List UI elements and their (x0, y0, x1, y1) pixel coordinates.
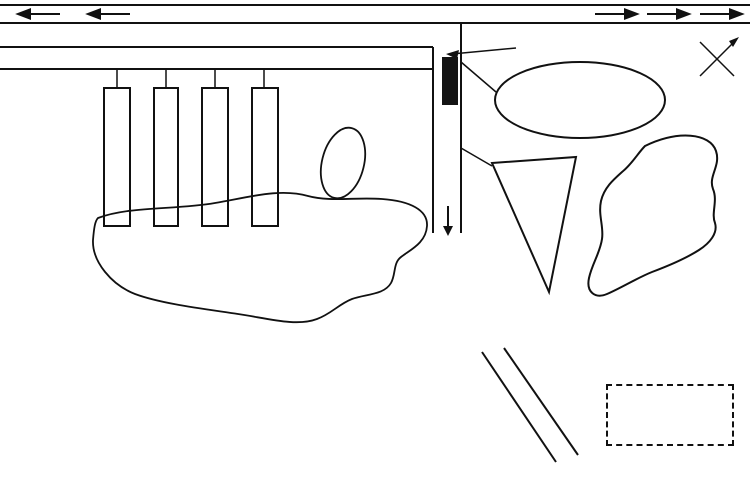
triangle-loop-road (490, 155, 578, 296)
swim-area-box (606, 384, 734, 446)
pitch-putt-road (0, 46, 433, 70)
boat-launch-road (481, 347, 579, 463)
main-camp-road-label (437, 105, 457, 207)
activity-area-outline (92, 191, 428, 324)
entrance-arrow-icon (446, 47, 517, 59)
hook-loop-road (587, 134, 719, 297)
entrance-sign (442, 57, 458, 105)
compass-icon (699, 37, 739, 77)
connector-roads (460, 61, 497, 167)
road-arrow-icons (15, 8, 745, 20)
oval-loop-road (494, 61, 666, 139)
camp-loop-roads (103, 69, 279, 227)
main-camp-road-shape (432, 23, 462, 236)
route-10-road (0, 4, 750, 24)
f-loop-road (319, 126, 367, 200)
